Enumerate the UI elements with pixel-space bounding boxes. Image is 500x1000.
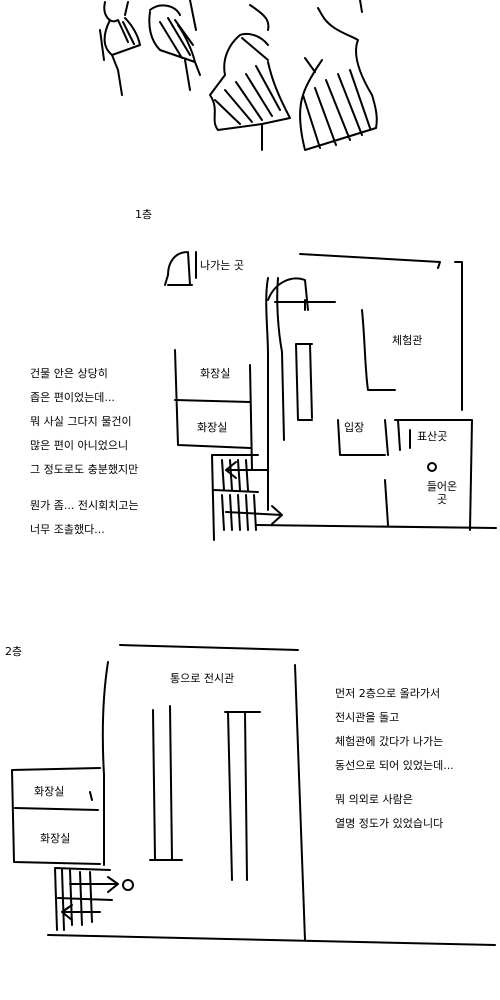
floor2-description-2: 뭐 의외로 사람은 열명 정도가 있었습니다 xyxy=(335,788,443,836)
text-line: 그 정도로도 충분했지만 xyxy=(30,463,139,476)
text-line: 좁은 편이었는데... xyxy=(30,391,115,404)
floor1-map xyxy=(164,251,497,541)
exit-label: 나가는 곳 xyxy=(200,259,244,272)
text-line: 전시관을 돌고 xyxy=(335,711,400,724)
floor1-heading: 1층 xyxy=(135,208,153,221)
entrance-label: 입장 xyxy=(344,421,365,434)
entry-point-label: 들어온 곳 xyxy=(426,480,458,506)
text-line: 건물 안은 상당히 xyxy=(30,367,108,380)
text-line: 먼저 2층으로 올라가서 xyxy=(335,687,441,700)
text-line: 많은 편이 아니었으니 xyxy=(30,439,129,452)
text-line: 뭐 사실 그다지 물건이 xyxy=(30,415,132,428)
people-sketch xyxy=(99,0,378,151)
floor2-description-1: 먼저 2층으로 올라가서 전시관을 돌고 체험관에 갔다가 나가는 동선으로 되… xyxy=(335,682,454,778)
floor1-description-2: 뭔가 좀... 전시회치고는 너무 조촐했다... xyxy=(30,494,139,542)
restroom-label-3: 화장실 xyxy=(34,785,65,798)
text-line: 뭐 의외로 사람은 xyxy=(335,793,413,806)
text-line: 열명 정도가 있었습니다 xyxy=(335,817,444,830)
text-line: 너무 조촐했다... xyxy=(30,523,105,536)
restroom-label-1: 화장실 xyxy=(200,367,231,380)
text-line: 동선으로 되어 있었는데... xyxy=(335,759,454,772)
text-line: 체험관에 갔다가 나가는 xyxy=(335,735,444,748)
text-line: 뭔가 좀... 전시회치고는 xyxy=(30,499,139,512)
floor1-description-1: 건물 안은 상당히 좁은 편이었는데... 뭐 사실 그다지 물건이 많은 편이… xyxy=(30,362,138,482)
restroom-label-2: 화장실 xyxy=(197,421,228,434)
restroom-label-4: 화장실 xyxy=(40,832,71,845)
floor2-heading: 2층 xyxy=(5,645,23,658)
ticket-booth-label: 표산곳 xyxy=(417,430,448,443)
experience-hall-label: 체험관 xyxy=(392,334,423,347)
exhibition-hall-label: 통으로 전시관 xyxy=(170,672,235,685)
